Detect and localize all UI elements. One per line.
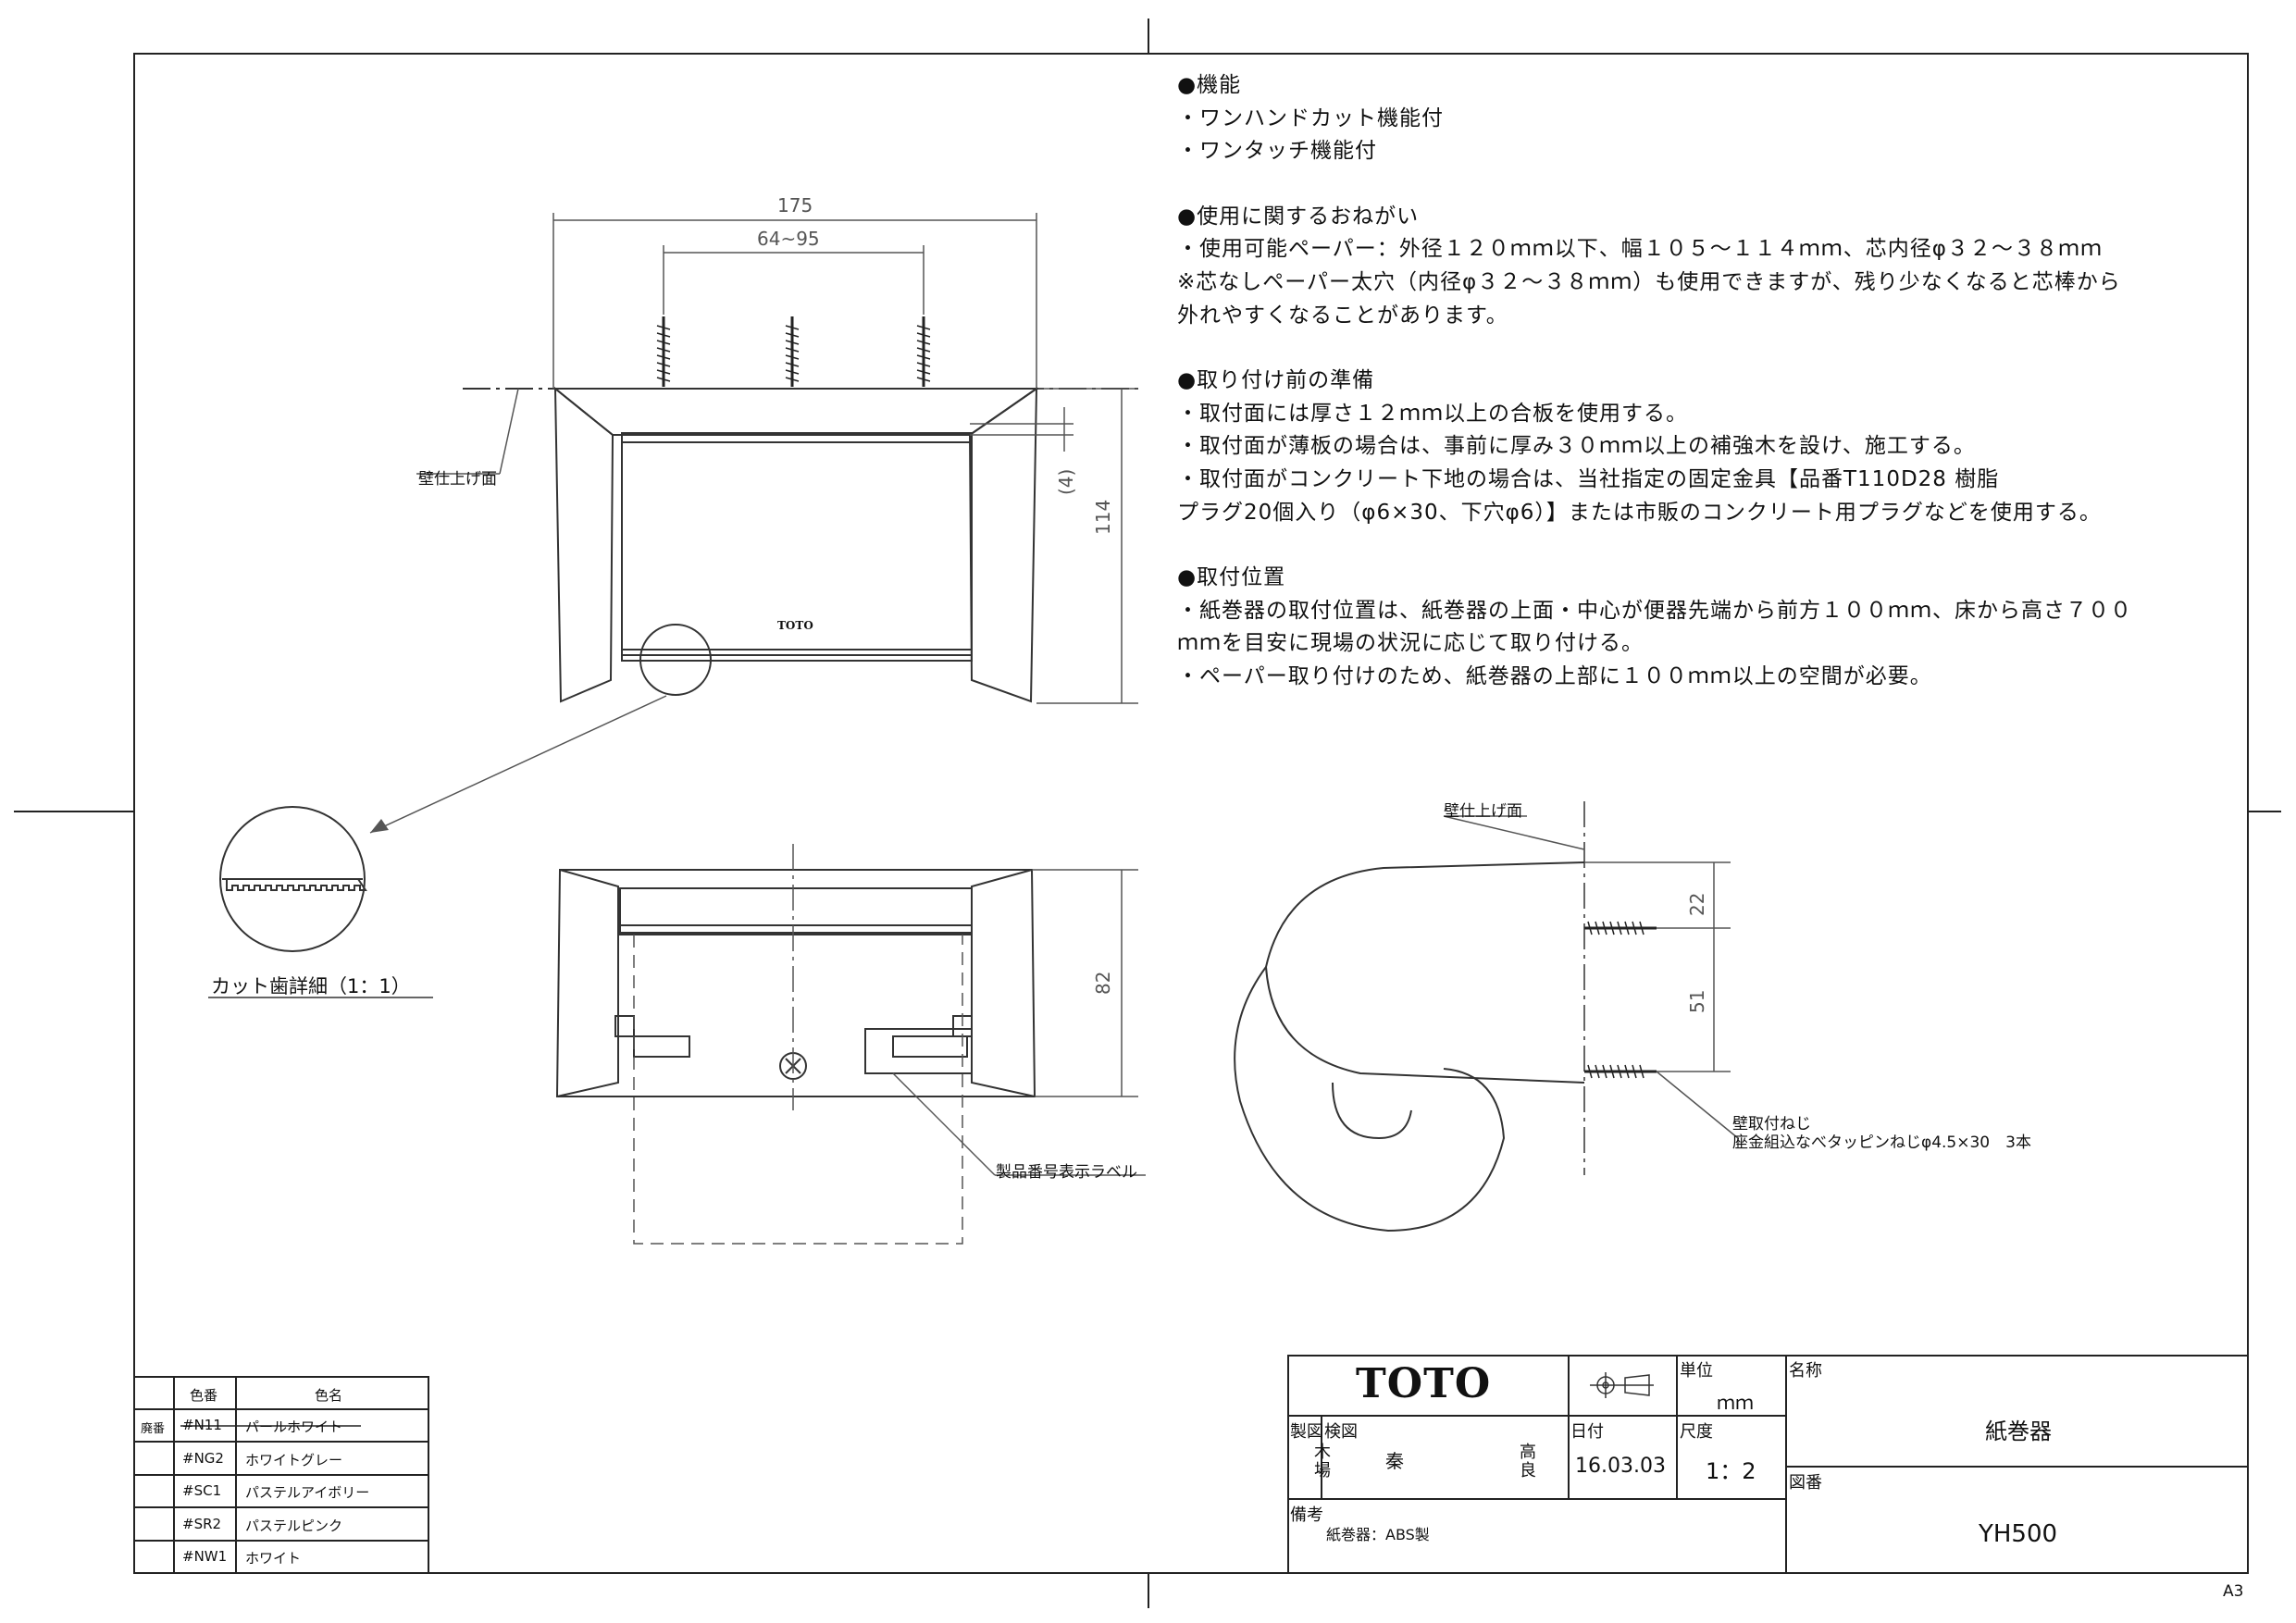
date-label: 日付 bbox=[1570, 1422, 1604, 1442]
screw-note-1: 壁取付ねじ bbox=[1732, 1115, 1811, 1134]
prep-line: ・取付面がコンクリート下地の場合は、当社指定の固定金具【品番T110D28 樹脂 bbox=[1177, 466, 2000, 491]
remarks-value: 紙巻器：ABS製 bbox=[1326, 1526, 1430, 1543]
wall-finish-label-side: 壁仕上げ面 bbox=[1444, 802, 1522, 821]
label-callout: 製品番号表示ラベル bbox=[996, 1163, 1137, 1182]
checked-label: 検図 bbox=[1324, 1422, 1358, 1442]
dim-height-114: 114 bbox=[1092, 499, 1114, 535]
drawn-by: 木場 bbox=[1314, 1443, 1331, 1481]
toto-logo: TOTO bbox=[1356, 1360, 1492, 1407]
dim-width-175: 175 bbox=[777, 194, 813, 217]
color-code: #N11 bbox=[182, 1417, 222, 1433]
function-item: ・ワンタッチ機能付 bbox=[1177, 139, 1377, 164]
title-block bbox=[1287, 1355, 2249, 1574]
dim-gap-4: (4) bbox=[1055, 468, 1077, 495]
usage-line: ※芯なしペーパー太穴（内径φ３２～３８ｍｍ）も使用できますが、残り少なくなると芯… bbox=[1177, 269, 2121, 294]
color-code: #NW1 bbox=[182, 1548, 228, 1565]
unit-label: 単位 bbox=[1680, 1361, 1713, 1381]
color-code: #NG2 bbox=[182, 1450, 224, 1467]
name-label: 名称 bbox=[1789, 1361, 1822, 1381]
color-name: ホワイトグレー bbox=[245, 1452, 343, 1468]
number-label: 図番 bbox=[1789, 1473, 1822, 1493]
usage-heading: ●使用に関するおねがい bbox=[1177, 204, 1420, 229]
position-heading: ●取付位置 bbox=[1177, 565, 1286, 590]
drawn-label: 製図 bbox=[1290, 1422, 1323, 1442]
function-heading: ●機能 bbox=[1177, 73, 1242, 97]
color-table-header-name: 色名 bbox=[315, 1387, 343, 1404]
prep-heading: ●取り付け前の準備 bbox=[1177, 368, 1375, 393]
cut-teeth-detail bbox=[208, 806, 433, 998]
color-code: #SC1 bbox=[182, 1482, 222, 1499]
sheet-size: A3 bbox=[2223, 1582, 2244, 1601]
discontinued-mark: 廃番 bbox=[141, 1422, 166, 1436]
scale-value: 1：2 bbox=[1706, 1458, 1756, 1484]
side-view bbox=[1234, 801, 1739, 1233]
function-item: ・ワンハンドカット機能付 bbox=[1177, 105, 1444, 130]
detail-caption: カット歯詳細（1：1） bbox=[211, 975, 411, 997]
color-table-header-code: 色番 bbox=[190, 1387, 218, 1404]
usage-line: 外れやすくなることがあります。 bbox=[1177, 303, 1508, 328]
screw-note-2: 座金組込なべタッピンねじφ4.5×30 3本 bbox=[1732, 1134, 2031, 1152]
wall-finish-label-front: 壁仕上げ面 bbox=[418, 470, 497, 489]
prep-line: ・取付面には厚さ１２ｍｍ以上の合板を使用する。 bbox=[1177, 401, 1688, 426]
color-table bbox=[133, 1376, 429, 1574]
usage-line: ・使用可能ペーパー：外径１２０ｍｍ以下、幅１０５～１１４ｍｍ、芯内径φ３２～３８… bbox=[1177, 237, 2103, 262]
unit-value: ｍｍ bbox=[1717, 1392, 1754, 1414]
position-line: ・ペーパー取り付けのため、紙巻器の上部に１００ｍｍ以上の空間が必要。 bbox=[1177, 663, 1932, 688]
dim-depth-82: 82 bbox=[1092, 971, 1114, 995]
drawing-frame bbox=[133, 53, 2249, 1574]
number-value: YH500 bbox=[1979, 1520, 2058, 1548]
remarks-label: 備考 bbox=[1290, 1505, 1323, 1525]
bottom-view bbox=[555, 844, 1146, 1245]
brand-mark: TOTO bbox=[777, 619, 813, 632]
dim-screw-span: 64~95 bbox=[757, 228, 820, 250]
checked-by-2: 高良 bbox=[1520, 1443, 1536, 1481]
front-view bbox=[369, 213, 1138, 834]
prep-line: ・取付面が薄板の場合は、事前に厚み３０ｍｍ以上の補強木を設け、施工する。 bbox=[1177, 434, 1976, 459]
specification-notes: ●機能 ・ワンハンドカット機能付 ・ワンタッチ機能付 ●使用に関するおねがい ・… bbox=[1177, 69, 2260, 694]
scale-label: 尺度 bbox=[1680, 1422, 1713, 1442]
color-name: パールホワイト bbox=[245, 1419, 343, 1435]
prep-line: プラグ20個入り（φ6×30、下穴φ6）】または市販のコンクリート用プラグなどを… bbox=[1177, 500, 2102, 525]
position-line: ｍｍを目安に現場の状況に応じて取り付ける。 bbox=[1177, 631, 1644, 656]
date-value: 16.03.03 bbox=[1575, 1455, 1666, 1478]
dim-side-51: 51 bbox=[1686, 989, 1708, 1013]
color-name: パステルアイボリー bbox=[245, 1484, 370, 1501]
color-code: #SR2 bbox=[182, 1516, 222, 1532]
name-value: 紙巻器 bbox=[1985, 1419, 2052, 1444]
centering-marks bbox=[14, 19, 2281, 1608]
color-name: ホワイト bbox=[245, 1550, 302, 1567]
position-line: ・紙巻器の取付位置は、紙巻器の上面・中心が便器先端から前方１００ｍｍ、床から高さ… bbox=[1177, 598, 2132, 623]
color-name: パステルピンク bbox=[245, 1518, 343, 1534]
checked-by-1: 秦 bbox=[1385, 1450, 1404, 1472]
dim-side-22: 22 bbox=[1686, 892, 1708, 916]
